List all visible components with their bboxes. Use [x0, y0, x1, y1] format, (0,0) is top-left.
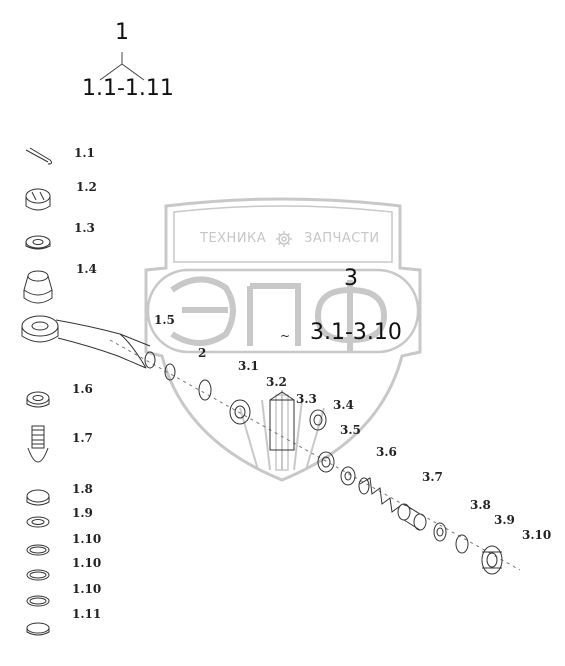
- part-label-3-7: 3.7: [422, 470, 443, 484]
- part-end-cap: [26, 622, 50, 636]
- part-adjuster-nut: [481, 545, 503, 575]
- part-label-1-10-b: 1.10: [72, 556, 102, 570]
- subassembly-range: 3.1-3.10: [310, 320, 402, 345]
- part-plunger: [269, 391, 295, 451]
- part-label-3-5: 3.5: [340, 423, 361, 437]
- part-o-ring-2: [26, 569, 50, 581]
- part-label-1-1: 1.1: [74, 146, 95, 160]
- part-bushing: [340, 466, 356, 486]
- part-label-1-10-c: 1.10: [72, 582, 102, 596]
- part-label-1-4: 1.4: [76, 262, 97, 276]
- part-label-1-2: 1.2: [76, 180, 97, 194]
- part-spring: [358, 477, 401, 513]
- part-label-1-7: 1.7: [72, 431, 93, 445]
- pointer-mark: ~: [280, 329, 291, 343]
- part-tie-rod-end: [21, 315, 151, 369]
- part-washer-2: [433, 522, 447, 542]
- part-ball-pin: [27, 425, 49, 463]
- diagonal-assembly-parts: [109, 339, 521, 575]
- watermark-text-left: ТЕХНИКА: [200, 231, 267, 246]
- part-nut: [317, 451, 335, 473]
- part-seal: [26, 489, 50, 506]
- part-label-1-6: 1.6: [72, 382, 93, 396]
- part-label-1-11: 1.11: [72, 607, 102, 621]
- part-label-1-10-a: 1.10: [72, 532, 102, 546]
- part-label-3-6: 3.6: [376, 445, 397, 459]
- part-label-3-9: 3.9: [494, 513, 515, 527]
- part-label-1-3: 1.3: [74, 221, 95, 235]
- part-castle-nut: [25, 188, 51, 211]
- part-label-3-10: 3.10: [522, 528, 552, 542]
- part-boot: [23, 270, 53, 304]
- part-label-3-2: 3.2: [266, 375, 287, 389]
- part-label-2: 2: [198, 346, 207, 360]
- watermark-logo: [144, 197, 422, 482]
- assembly-leader-lines: [99, 52, 145, 81]
- watermark-text-right: ЗАПЧАСТИ: [304, 231, 380, 246]
- part-spring-seat: [309, 409, 327, 431]
- gear-icon: [276, 231, 292, 247]
- left-column-parts: [21, 147, 151, 636]
- part-label-1-8: 1.8: [72, 482, 93, 496]
- assembly-range: 1.1-1.11: [82, 76, 174, 101]
- subassembly-number: 3: [344, 266, 358, 291]
- part-ring-2: [455, 534, 469, 554]
- part-label-3-4: 3.4: [333, 398, 354, 412]
- part-housing: [229, 399, 251, 425]
- part-sleeve: [397, 503, 427, 531]
- part-label-3-1: 3.1: [238, 359, 259, 373]
- part-washer: [25, 235, 51, 250]
- assembly-number: 1: [115, 20, 129, 45]
- part-label-1-5: 1.5: [154, 313, 175, 327]
- part-label-3-8: 3.8: [470, 498, 491, 512]
- part-label-1-9: 1.9: [72, 506, 93, 520]
- part-o-ring-3: [26, 595, 50, 607]
- part-seal-2: [26, 516, 50, 528]
- part-ring: [26, 391, 50, 408]
- part-cotter-pin: [25, 147, 53, 165]
- part-o-ring-1: [26, 544, 50, 556]
- part-label-3-3: 3.3: [296, 392, 317, 406]
